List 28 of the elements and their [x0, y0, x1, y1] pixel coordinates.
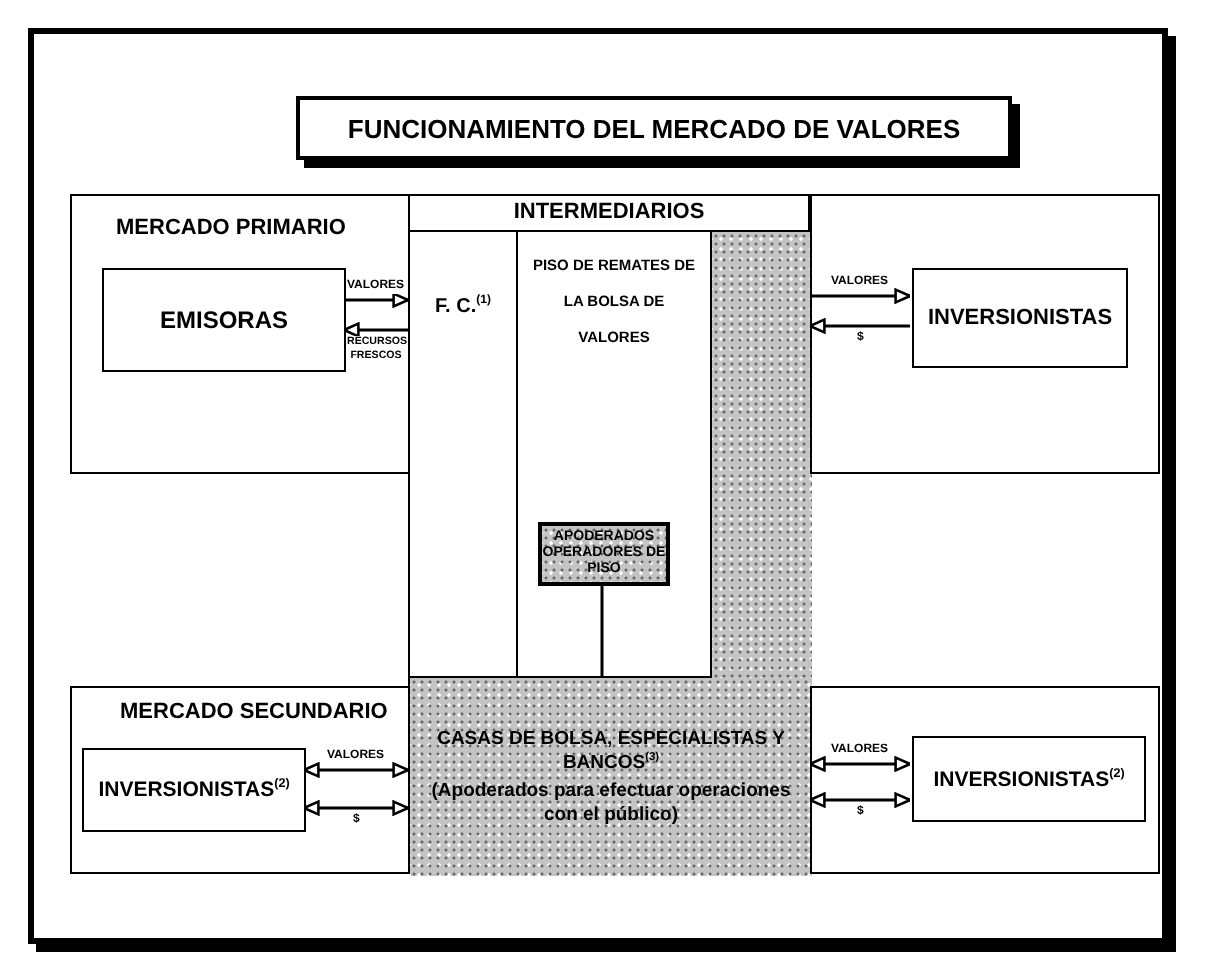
shaded-band	[410, 678, 812, 876]
intermediaries-panel	[408, 194, 810, 874]
arrow	[808, 756, 912, 772]
panel-heading: MERCADO SECUNDARIO	[120, 700, 390, 724]
process-box	[82, 748, 306, 832]
box-label: INVERSIONISTAS$^{(2)}$	[98, 778, 290, 802]
shaded-band	[712, 232, 812, 678]
process-box	[102, 268, 346, 372]
band-heading: CASAS DE BOLSA, ESPECIALISTAS Y BANCOS$^{(3)}$	[435, 727, 787, 775]
panel-heading: MERCADO PRIMARIO	[116, 216, 348, 240]
connector-line	[600, 584, 604, 676]
arrow	[810, 288, 912, 304]
market-panel	[810, 194, 1160, 474]
band-note: (Apoderados para efectuar operaciones con el público)	[429, 779, 793, 827]
column-label: F. C.$^{(1)}$	[433, 296, 493, 318]
box-label: EMISORAS	[159, 306, 288, 334]
process-box	[912, 736, 1146, 822]
market-panel	[70, 686, 410, 874]
box-label: INVERSIONISTAS	[927, 306, 1113, 330]
arrow	[808, 792, 912, 808]
process-box	[912, 268, 1128, 368]
arrow	[808, 318, 910, 334]
arrow	[342, 322, 408, 338]
box-label: INVERSIONISTAS$^{(2)}$	[933, 767, 1125, 791]
arrow	[302, 762, 410, 778]
arrow	[302, 800, 410, 816]
market-panel	[810, 686, 1160, 874]
arrow	[344, 292, 410, 308]
